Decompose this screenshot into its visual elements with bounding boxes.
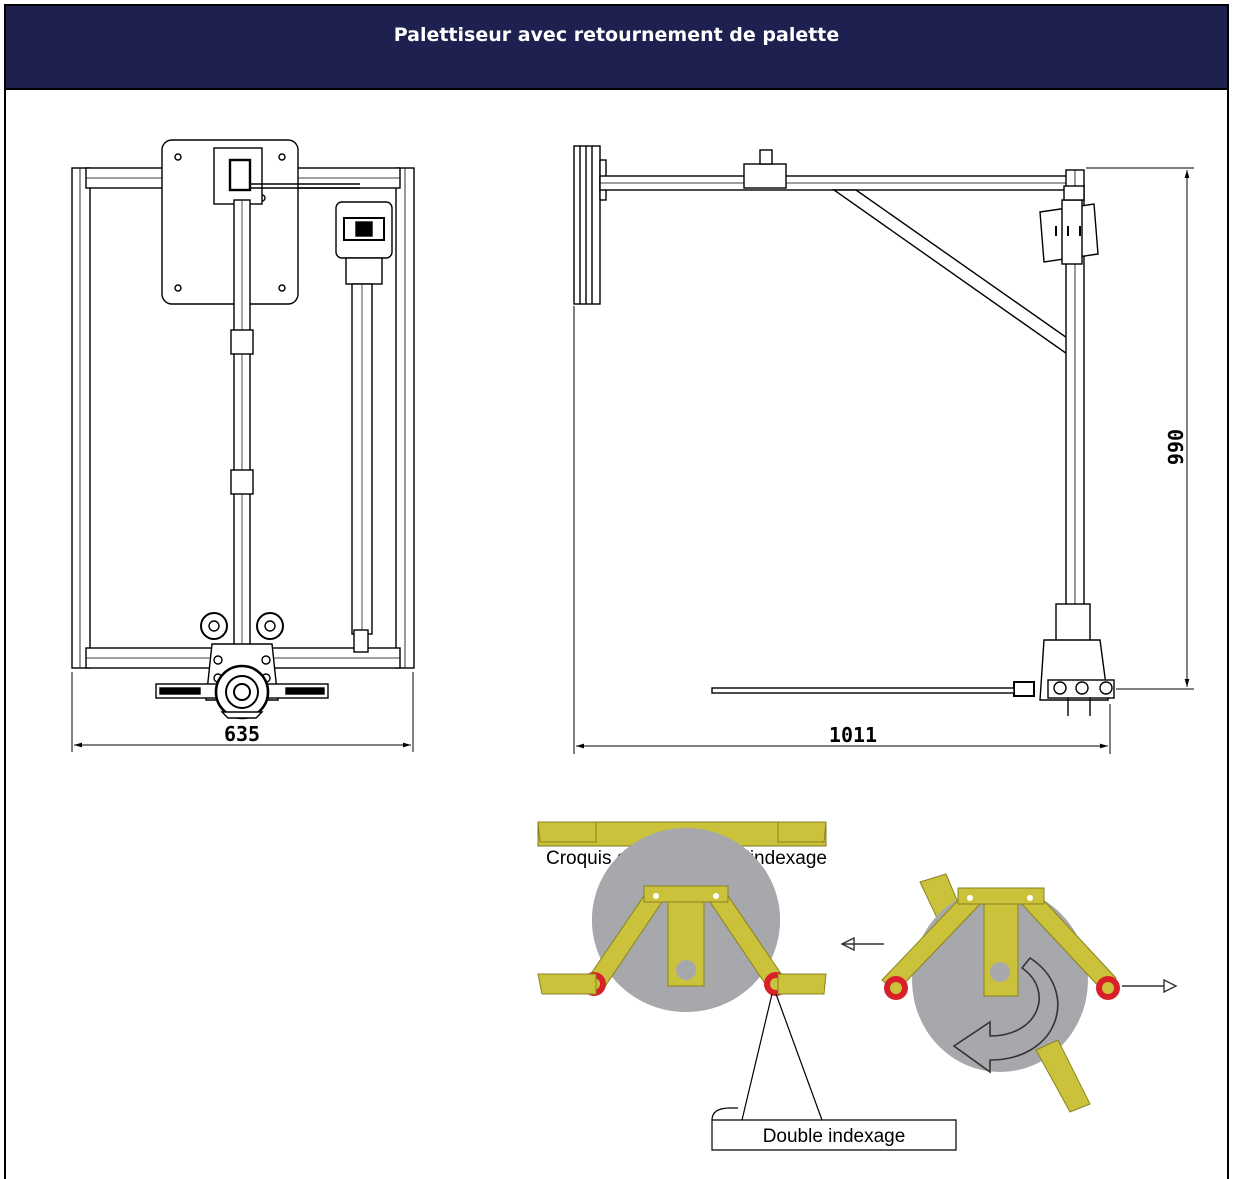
width-dimension-label: 635: [224, 722, 260, 746]
side-view-drawing: [573, 145, 1115, 716]
page-title: Palettiseur avec retournement de palette: [393, 24, 840, 46]
top-view-width-dimension: [71, 672, 414, 752]
length-dimension-label: 1011: [829, 723, 877, 747]
height-dimension-label: 990: [1164, 429, 1188, 465]
title-bar: Palettiseur avec retournement de palette: [6, 6, 1227, 90]
page-frame: [4, 4, 1229, 1179]
side-view-dimensions: [573, 167, 1194, 754]
top-view-drawing: [71, 139, 415, 720]
double-indexage-callout: [711, 993, 957, 1151]
indexing-sketch-left: [537, 821, 827, 1012]
indexing-sketch-right: [840, 873, 1178, 1113]
callout-label: Double indexage: [763, 1126, 906, 1147]
